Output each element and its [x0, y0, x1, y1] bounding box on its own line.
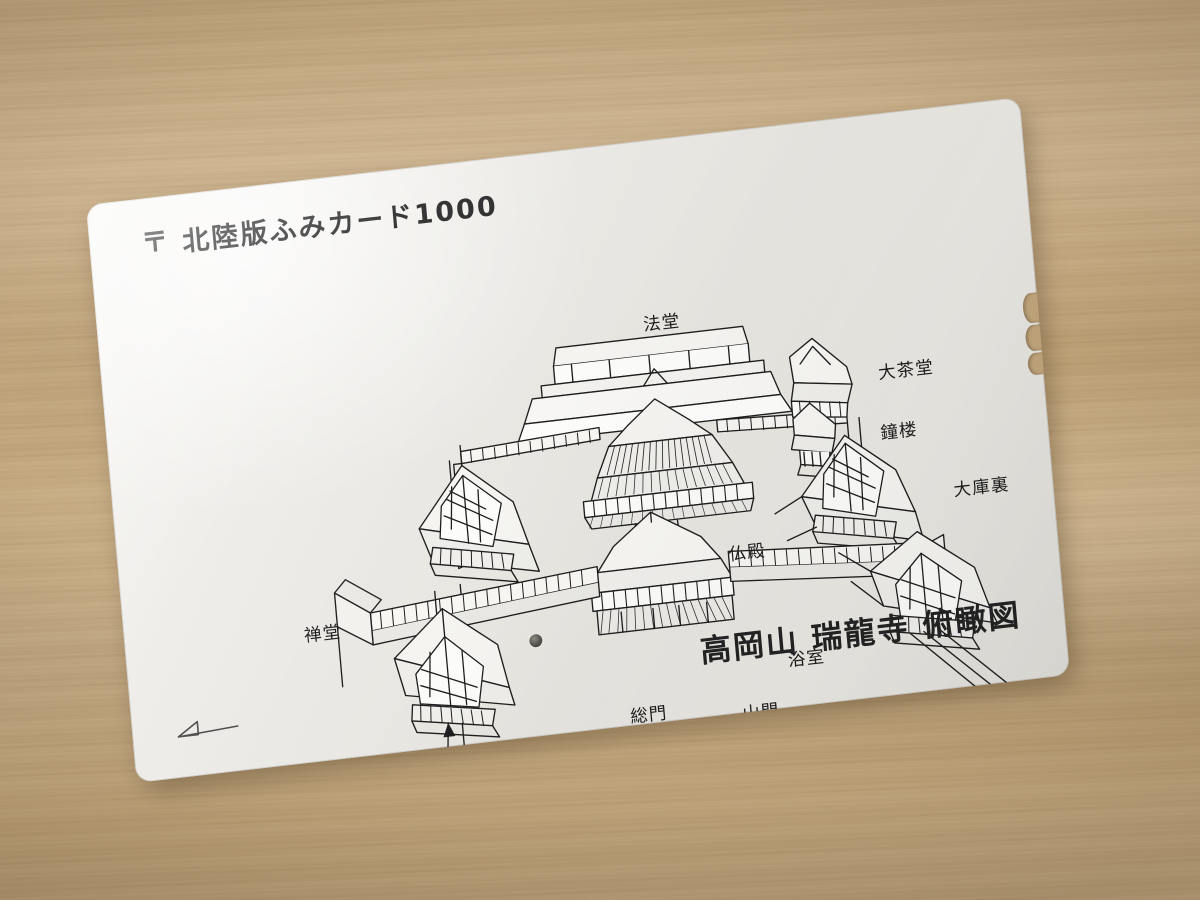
fumi-card[interactable]: 〒 北陸版ふみカード1000: [85, 96, 1075, 792]
label-butsuden: 仏殿: [727, 541, 767, 566]
temple-birdseye-illustration: [333, 325, 1021, 784]
label-zendo: 禅堂: [303, 622, 343, 647]
building-daichado: [788, 337, 853, 418]
label-hatto: 法堂: [642, 311, 682, 336]
card-face[interactable]: 〒 北陸版ふみカード1000: [85, 96, 1071, 784]
label-shoro: 鐘楼: [879, 419, 919, 445]
